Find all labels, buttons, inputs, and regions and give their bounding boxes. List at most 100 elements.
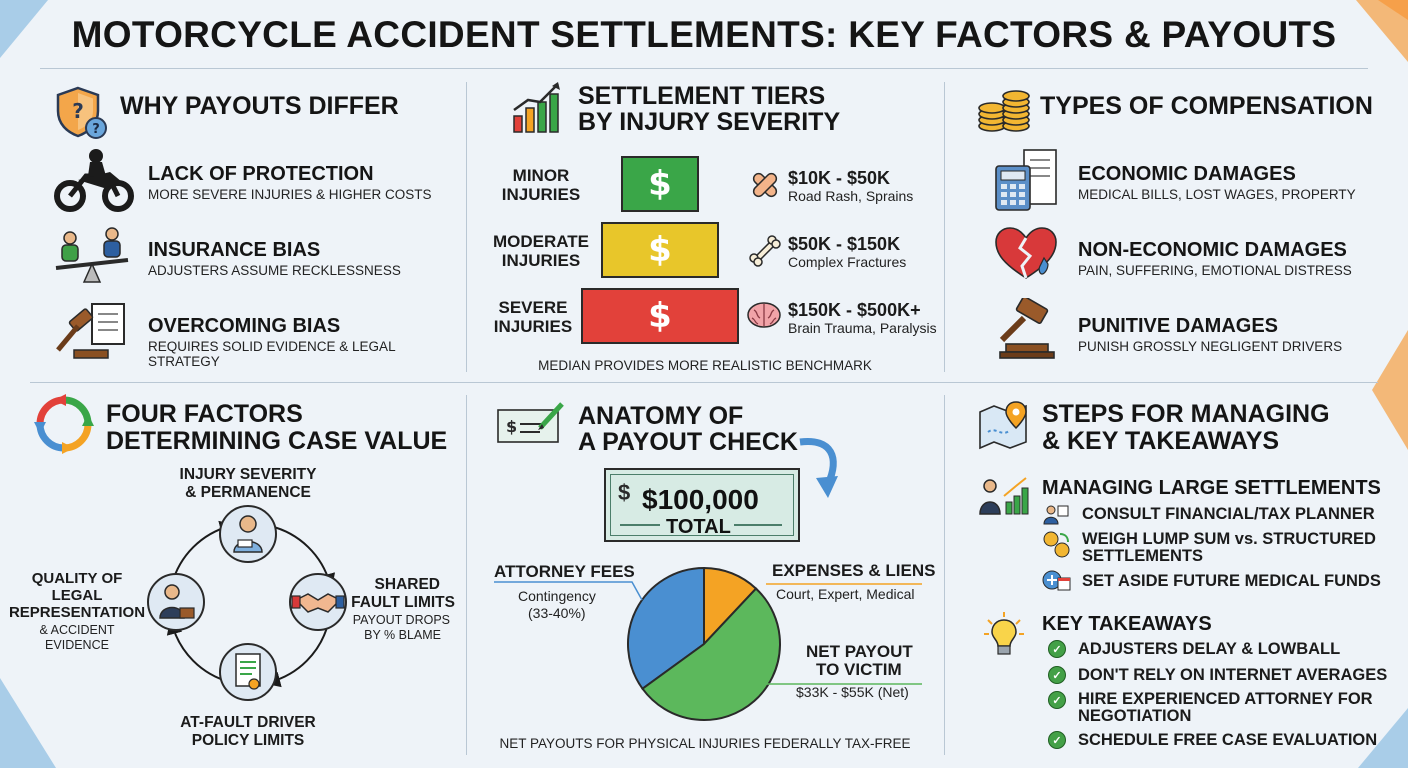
factors-heading-line2: DETERMINING CASE VALUE	[106, 427, 448, 455]
cycle-arrows-icon	[34, 394, 94, 454]
tier-severe-range: $150K - $500K+	[788, 300, 921, 320]
tier-severe-label-line2: INJURIES	[493, 317, 573, 336]
takeaway-3-cont: NEGOTIATION	[1078, 707, 1192, 725]
why-item-2-sub: ADJUSTERS ASSUME RECKLESSNESS	[148, 263, 401, 278]
tier-minor-desc: Road Rash, Sprains	[788, 188, 914, 204]
svg-text:$: $	[506, 417, 517, 436]
managing-item-1: CONSULT FINANCIAL/TAX PLANNER	[1082, 505, 1375, 523]
scale-bias-icon	[55, 227, 129, 283]
businessman-chart-icon	[979, 477, 1029, 515]
factor-left-line2: LEGAL	[51, 587, 103, 604]
steps-heading-line2: & KEY TAKEAWAYS	[1042, 427, 1280, 455]
factor-left-sub1: & ACCIDENT	[39, 623, 115, 637]
column-divider-3	[466, 395, 467, 755]
check-total: TOTAL	[666, 516, 731, 538]
motorcycle-icon	[54, 149, 134, 212]
compensation-panel: TYPES OF COMPENSATION ECONOMIC DAMAGES M…	[944, 70, 1408, 380]
corner-decoration-top-right	[1356, 0, 1408, 62]
tiers-heading-line2: BY INJURY SEVERITY	[578, 108, 841, 136]
bar-chart-growth-icon	[513, 82, 560, 133]
compensation-item-1-title: ECONOMIC DAMAGES	[1078, 163, 1296, 185]
pie-slice-3	[641, 587, 781, 721]
check-amount: $100,000	[642, 484, 759, 515]
compensation-item-3-sub: PUNISH GROSSLY NEGLIGENT DRIVERS	[1078, 339, 1343, 354]
gavel-document-icon	[56, 303, 125, 359]
bandage-icon	[752, 172, 778, 198]
takeaway-4: SCHEDULE FREE CASE EVALUATION	[1078, 731, 1378, 749]
injured-person-icon	[219, 505, 277, 563]
check-net-line2: TO VICTIM	[816, 660, 902, 679]
broken-heart-icon	[995, 227, 1057, 279]
page-title: MOTORCYCLE ACCIDENT SETTLEMENTS: KEY FAC…	[71, 14, 1337, 55]
why-item-1-sub: MORE SEVERE INJURIES & HIGHER COSTS	[148, 187, 432, 202]
check-heading-line1: ANATOMY OF	[578, 402, 744, 430]
brain-icon	[747, 302, 781, 328]
steps-heading-line1: STEPS FOR MANAGING	[1042, 400, 1330, 428]
coin-stack-icon	[978, 90, 1030, 132]
check-pen-icon: $	[497, 402, 564, 443]
tier-moderate-dollar: $	[648, 230, 672, 270]
four-factors-panel: FOUR FACTORS DETERMINING CASE VALUE INJU…	[0, 384, 466, 768]
check-currency: $	[618, 480, 631, 505]
shield-question-icon: ? ?	[56, 86, 107, 139]
medical-calendar-icon	[1042, 570, 1071, 591]
tiers-footnote: MEDIAN PROVIDES MORE REALISTIC BENCHMARK	[538, 358, 872, 373]
takeaway-3: HIRE EXPERIENCED ATTORNEY FOR	[1078, 690, 1373, 708]
tier-moderate-bar: $	[601, 222, 719, 278]
tier-minor-dollar: $	[648, 164, 672, 204]
why-item-3-sub: REQUIRES SOLID EVIDENCE & LEGAL STRATEGY	[148, 339, 396, 369]
payout-pie-chart	[627, 566, 781, 721]
lightbulb-icon	[984, 612, 1024, 655]
corner-decoration-right	[1372, 330, 1408, 450]
handshake-icon	[289, 573, 347, 631]
takeaway-3-check-icon: ✓	[1048, 691, 1066, 709]
takeaways-title: KEY TAKEAWAYS	[1042, 613, 1212, 635]
tier-moderate-label-line1: MODERATE	[492, 232, 589, 251]
managing-title: MANAGING LARGE SETTLEMENTS	[1042, 477, 1381, 499]
advisor-icon	[1043, 505, 1069, 525]
tier-severe-dollar: $	[648, 296, 672, 336]
column-divider-1	[466, 82, 467, 372]
check-card: $ $100,000 TOTAL	[604, 468, 800, 542]
payout-check-panel: $ ANATOMY OF A PAYOUT CHECK $ $100,000 T…	[466, 384, 944, 768]
factor-bottom-line2: POLICY LIMITS	[191, 732, 305, 749]
column-divider-4	[944, 395, 945, 755]
factors-heading-line1: FOUR FACTORS	[106, 400, 303, 428]
factor-right-line2: FAULT LIMITS	[351, 594, 455, 611]
corner-decoration-bottom-right	[1358, 708, 1408, 768]
check-attorney-sub1: Contingency	[518, 588, 596, 604]
factor-left-line3: REPRESENTATION	[8, 604, 146, 621]
why-heading: WHY PAYOUTS DIFFER	[120, 92, 399, 120]
tier-severe-bar: $	[581, 288, 739, 344]
policy-document-icon	[219, 643, 277, 701]
column-divider-2	[944, 82, 945, 372]
takeaway-1: ADJUSTERS DELAY & LOWBALL	[1078, 640, 1341, 658]
tiers-heading-line1: SETTLEMENT TIERS	[578, 82, 826, 110]
title-divider	[40, 68, 1368, 69]
why-item-3-title: OVERCOMING BIAS	[148, 315, 341, 337]
factor-right-sub1: PAYOUT DROPS	[352, 613, 450, 627]
check-footnote: NET PAYOUTS FOR PHYSICAL INJURIES FEDERA…	[499, 736, 911, 751]
takeaway-2: DON'T RELY ON INTERNET AVERAGES	[1078, 666, 1388, 684]
corner-decoration-top-left	[0, 0, 48, 58]
tier-minor-label-line2: INJURIES	[501, 185, 581, 204]
calculator-receipt-icon	[995, 149, 1057, 211]
compensation-item-2-sub: PAIN, SUFFERING, EMOTIONAL DISTRESS	[1078, 263, 1352, 278]
why-item-2-title: INSURANCE BIAS	[148, 239, 321, 261]
factor-top-line2: & PERMANENCE	[185, 484, 311, 501]
pie-slice-1	[627, 566, 706, 691]
steps-panel: STEPS FOR MANAGING & KEY TAKEAWAYS MANAG…	[944, 384, 1408, 768]
check-expenses-title: EXPENSES & LIENS	[772, 561, 936, 580]
compensation-item-3-title: PUNITIVE DAMAGES	[1078, 315, 1279, 337]
compensation-item-2-title: NON-ECONOMIC DAMAGES	[1078, 239, 1347, 261]
map-pin-icon	[979, 401, 1027, 450]
tier-severe-desc: Brain Trauma, Paralysis	[788, 320, 937, 336]
takeaway-2-check-icon: ✓	[1048, 666, 1066, 684]
curved-arrow-icon	[799, 438, 838, 498]
tier-severe-label-line1: SEVERE	[498, 298, 568, 317]
check-attorney-sub2: (33-40%)	[528, 605, 586, 621]
compensation-item-1-sub: MEDICAL BILLS, LOST WAGES, PROPERTY	[1078, 187, 1356, 202]
check-heading-line2: A PAYOUT CHECK	[578, 428, 798, 456]
factor-left-line1: QUALITY OF	[31, 570, 123, 587]
gavel-icon	[999, 298, 1055, 359]
